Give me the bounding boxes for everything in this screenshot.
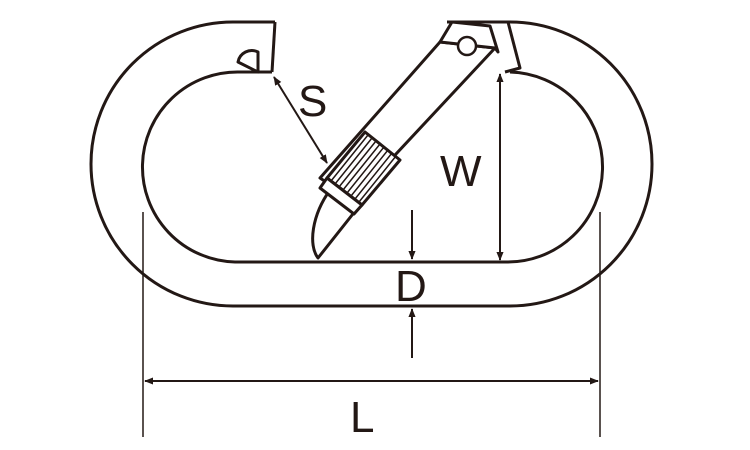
- carabiner-outer-outline: [89, 20, 654, 308]
- dimension-w: W: [440, 73, 504, 261]
- w-label: W: [440, 147, 482, 196]
- dimension-d: D: [395, 210, 427, 358]
- dimension-s: S: [273, 76, 328, 164]
- nose-notch: [236, 49, 260, 74]
- dimension-l: L: [142, 212, 601, 442]
- hinge-rivet: [456, 35, 478, 57]
- s-label: S: [298, 77, 327, 126]
- nose-end-cap: [270, 21, 277, 73]
- carabiner-inner-outline: [140, 70, 605, 264]
- gate-collar: [318, 176, 364, 216]
- l-label: L: [350, 393, 374, 442]
- s-dimension-arrow: [273, 76, 328, 164]
- carabiner-body: [89, 20, 654, 308]
- knurl-lines: [330, 134, 397, 203]
- hinge-end-cap: [447, 20, 522, 74]
- d-label: D: [395, 262, 427, 311]
- spring-gate: [311, 20, 500, 260]
